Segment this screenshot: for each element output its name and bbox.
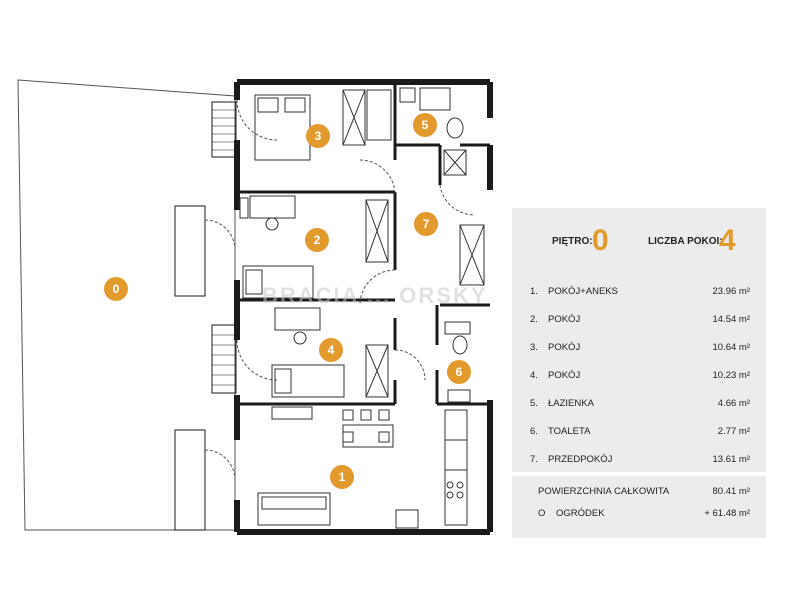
rooms-count-label: LICZBA POKOI: — [648, 236, 723, 247]
room-marker-5: 5 — [413, 113, 437, 137]
doors — [204, 99, 476, 481]
room-row-area: 4.66 m² — [717, 398, 750, 409]
room-row-index: 2. — [530, 314, 538, 325]
room-row-area: 10.23 m² — [712, 370, 751, 381]
room-row-area: 13.61 m² — [712, 454, 751, 465]
total-area-label: POWIERZCHNIA CAŁKOWITA — [538, 486, 670, 497]
room-row-index: 1. — [530, 286, 538, 297]
room-row-area: 10.64 m² — [712, 342, 751, 353]
room-row-name: POKÓJ+ANEKS — [548, 286, 618, 297]
info-panel: PIĘTRO: 0 LICZBA POKOI: 4 1. POKÓJ+ANEKS… — [512, 208, 766, 538]
room-marker-3: 3 — [306, 124, 330, 148]
room-row: 7. PRZEDPOKÓJ 13.61 m² — [530, 450, 750, 470]
room-row: 2. POKÓJ 14.54 m² — [530, 310, 750, 330]
room-row: 5. ŁAZIENKA 4.66 m² — [530, 394, 750, 414]
room-marker-7: 7 — [414, 212, 438, 236]
room-row-index: 6. — [530, 426, 538, 437]
room-row-area: 14.54 m² — [712, 314, 751, 325]
room-row-index: 3. — [530, 342, 538, 353]
rooms-count-value: 4 — [719, 224, 736, 257]
room-marker-6: 6 — [447, 360, 471, 384]
floor-value: 0 — [592, 224, 609, 257]
floor-label: PIĘTRO: — [552, 236, 593, 247]
garden-row: O OGRÓDEK + 61.48 m² — [530, 504, 750, 524]
total-area-row: POWIERZCHNIA CAŁKOWITA 80.41 m² — [530, 482, 750, 502]
room-marker-4: 4 — [319, 338, 343, 362]
garden-index: O — [538, 508, 546, 519]
total-area-value: 80.41 m² — [712, 486, 751, 497]
panel-header: PIĘTRO: 0 LICZBA POKOI: 4 — [512, 224, 766, 260]
room-row-name: TOALETA — [548, 426, 591, 437]
room-row: 4. POKÓJ 10.23 m² — [530, 366, 750, 386]
garden-value: + 61.48 m² — [704, 508, 750, 519]
room-row-area: 2.77 m² — [717, 426, 750, 437]
furniture — [239, 87, 485, 529]
balconies — [174, 101, 237, 531]
panel-divider — [512, 472, 766, 476]
room-marker-1: 1 — [330, 465, 354, 489]
garden-outline — [17, 79, 236, 531]
room-row-name: POKÓJ — [548, 342, 581, 353]
room-row-index: 7. — [530, 454, 538, 465]
garden-label: OGRÓDEK — [556, 508, 605, 519]
room-row: 6. TOALETA 2.77 m² — [530, 422, 750, 442]
room-row-name: POKÓJ — [548, 370, 581, 381]
room-row-name: ŁAZIENKA — [548, 398, 594, 409]
room-row-index: 5. — [530, 398, 538, 409]
room-row-name: POKÓJ — [548, 314, 581, 325]
garden-marker: 0 — [104, 277, 128, 301]
room-row: 3. POKÓJ 10.64 m² — [530, 338, 750, 358]
room-row: 1. POKÓJ+ANEKS 23.96 m² — [530, 282, 750, 302]
watermark: BRACIA ... ORSKY — [262, 283, 488, 308]
room-row-area: 23.96 m² — [712, 286, 751, 297]
balcony-hatching — [212, 109, 236, 386]
room-marker-2: 2 — [305, 228, 329, 252]
room-row-name: PRZEDPOKÓJ — [548, 454, 613, 465]
interior-walls — [237, 82, 490, 406]
room-row-index: 4. — [530, 370, 538, 381]
